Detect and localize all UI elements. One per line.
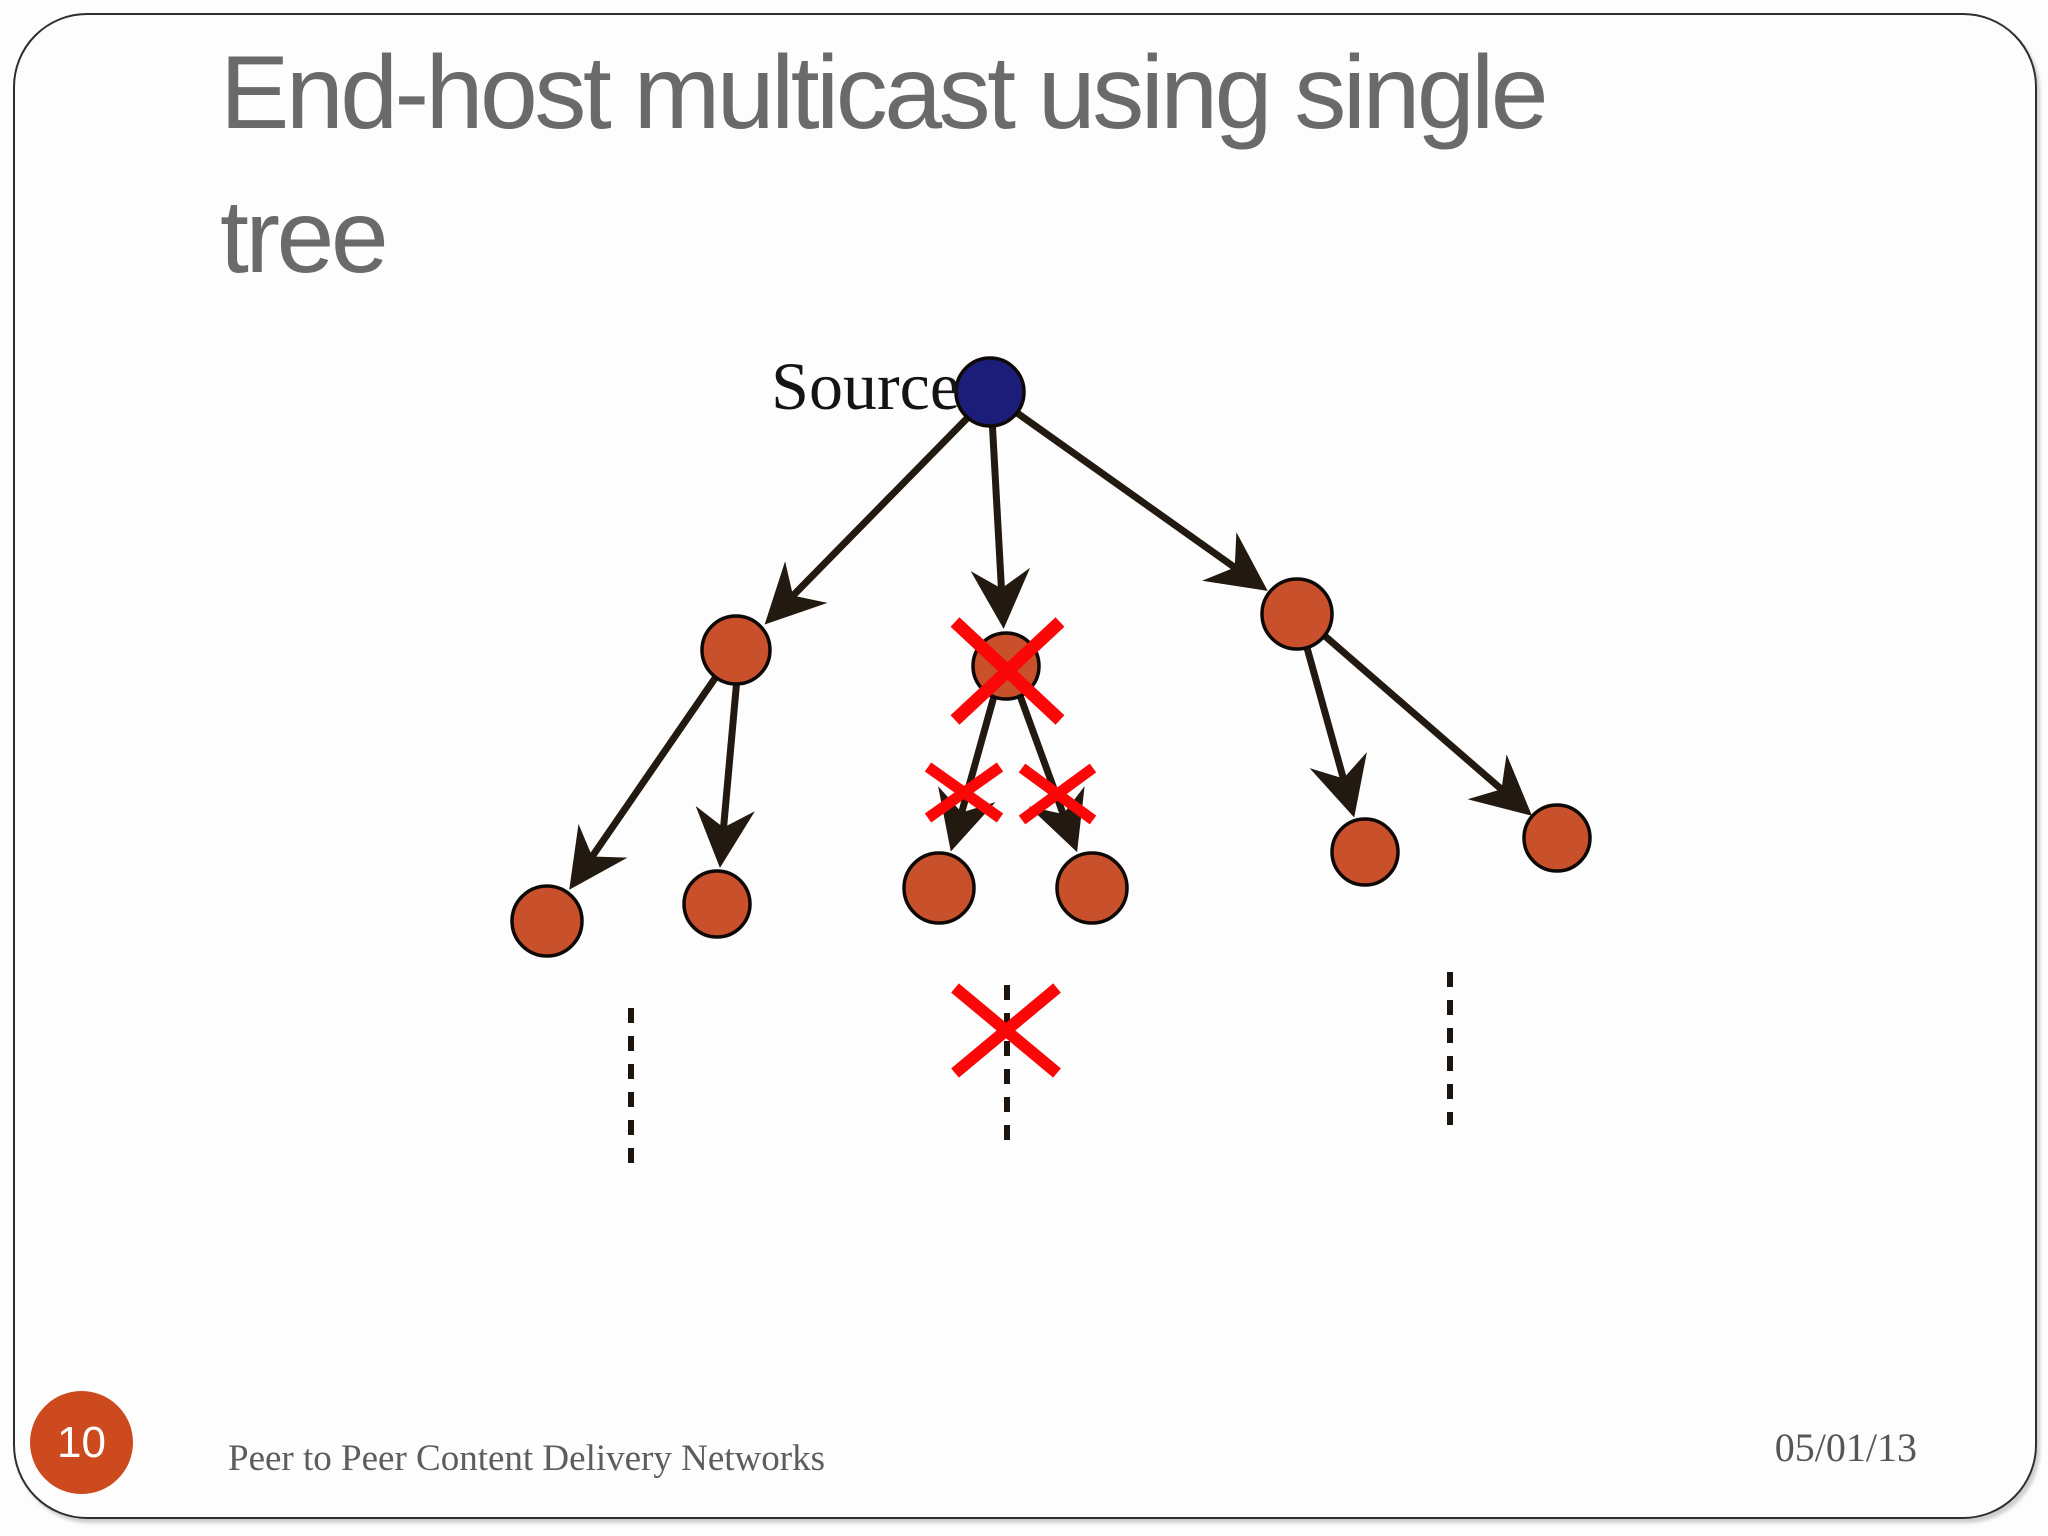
- footer-title: Peer to Peer Content Delivery Networks: [228, 1438, 825, 1479]
- edge-l1left-to-leaf1: [569, 653, 734, 890]
- source-node: [954, 356, 1026, 428]
- edge-l1left-to-leaf2: [695, 655, 755, 868]
- edge-l1right-to-leaf5: [1295, 618, 1367, 818]
- footer-date: 05/01/13: [1774, 1425, 1917, 1470]
- edge-source-to-l1-mid: [970, 399, 1031, 629]
- edge-source-to-l1-right: [993, 395, 1268, 591]
- edge-l1mid-to-leaf3-failed: [938, 670, 1005, 852]
- edge-failure-x-right-icon: [1018, 763, 1097, 825]
- edge-l1mid-to-leaf4-failed: [1007, 669, 1085, 853]
- source-node-label: Source: [771, 348, 960, 424]
- slide-frame: [13, 13, 2037, 1519]
- peer-node-leaf-6: [1522, 803, 1592, 873]
- slide-title-line: tree: [220, 178, 389, 295]
- peer-node-leaf-1: [510, 884, 584, 958]
- peer-node-leaf-5: [1330, 817, 1400, 887]
- peer-node-l1-right: [1260, 577, 1334, 651]
- slide-title: End-host multicast using single tree: [220, 22, 1920, 309]
- edge-source-to-l1-left: [764, 397, 988, 625]
- peer-node-leaf-3: [902, 851, 976, 925]
- slide-title-line: End-host multicast using single: [220, 35, 1549, 151]
- edge-failure-x-left-icon: [924, 762, 1004, 823]
- peer-node-leaf-2: [682, 869, 752, 939]
- slide-number-badge: 10: [30, 1391, 133, 1494]
- subtree-failure-x-icon: [951, 983, 1061, 1078]
- node-failure-x-icon: [950, 617, 1065, 725]
- edge-l1right-to-leaf6: [1300, 614, 1532, 816]
- slide-number: 10: [57, 1417, 106, 1467]
- peer-node-l1-left: [700, 614, 772, 686]
- peer-node-leaf-4: [1055, 851, 1129, 925]
